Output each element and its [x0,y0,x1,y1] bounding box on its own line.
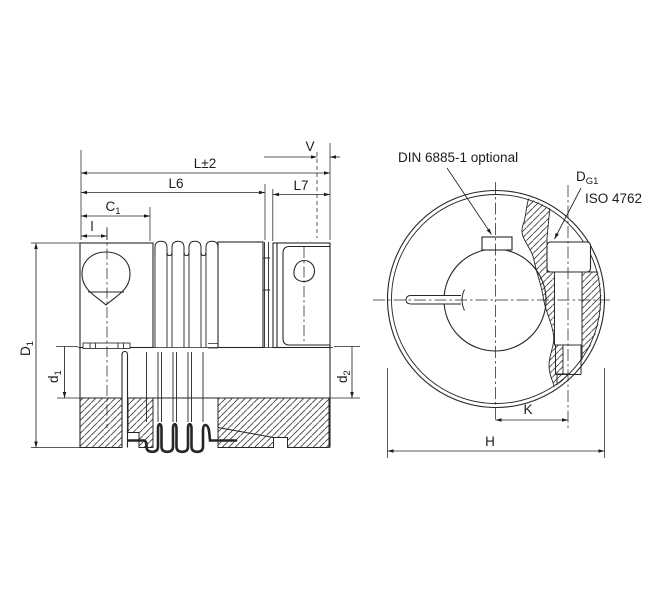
screw-head [546,241,592,273]
dim-label-h: H [485,434,495,449]
section-hatch-right-hub [217,397,330,448]
screw-dia-label: DG1 [576,169,598,187]
bellows-upper [154,240,219,348]
h-extension-lines [387,368,605,458]
dim-label-c1: C1 [105,199,120,217]
screw-leader [554,187,582,240]
screw-standard-label: ISO 4762 [585,191,642,206]
dimension-lines-left [34,155,354,448]
outer-edges-lower [79,347,331,448]
front-view: DIN 6885-1 optional DG1 ISO 4762 K H [373,150,642,458]
clamp-screw-hole [81,251,131,306]
centerlines-left-view [106,229,305,428]
flange-gap-lines [264,242,269,348]
keyway [481,236,513,251]
dim-label-d2-bore: d2 [335,370,353,383]
sleeve-outline [217,241,264,349]
outer-circle-inner [391,194,601,404]
bellows-section-wave [127,422,238,454]
bellows-crimp-strip [82,342,218,349]
left-hub-outline [79,242,154,349]
extension-lines-left [31,143,360,448]
centerlines-front-view [373,182,610,428]
front-slit [405,295,461,305]
side-section-view: L±2 L6 L7 C1 l V D1 d1 d2 [18,139,360,454]
right-hub-outline [272,242,331,349]
dim-label-k: K [523,402,532,417]
outer-circle [386,189,606,409]
flange-gap-ticks [263,257,270,291]
right-hub-recess [282,245,330,346]
dim-label-d1-bore: d1 [46,370,64,383]
keyway-leader [446,167,492,235]
clamp-slit [121,350,129,448]
cone-split-line [217,427,274,438]
dimension-lines-front [387,368,605,458]
dim-label-v: V [305,139,314,154]
dim-label-total-length: L±2 [194,156,216,171]
dim-label-l-small: l [91,219,94,234]
dim-label-d1-outer: D1 [18,341,36,356]
dim-label-l6: L6 [168,176,183,191]
bellows-lower-lines [146,352,204,422]
keyway-note: DIN 6885-1 optional [398,150,518,165]
dim-label-l7: L7 [293,178,308,193]
